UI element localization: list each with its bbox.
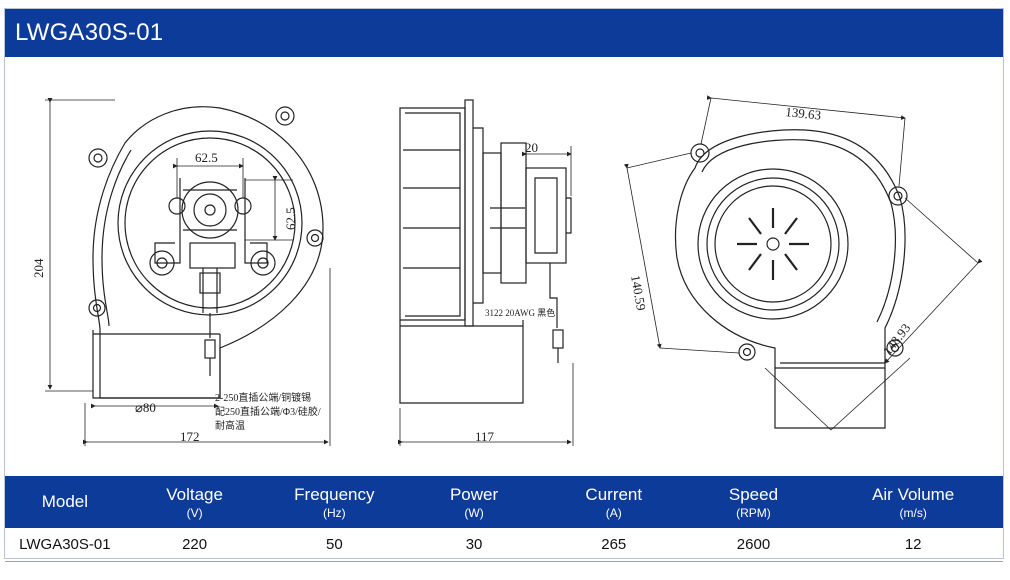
header-frequency-name: Frequency <box>294 484 375 504</box>
header-air-volume-unit: (m/s) <box>899 505 927 520</box>
front-dim-width: 172 <box>180 429 200 444</box>
page-title: LWGA30S-01 <box>15 19 164 46</box>
front-note-line-1: 2-250直插公端/铜镀锡 <box>215 391 311 404</box>
header-model-name: Model <box>41 492 89 511</box>
cell-model: LWGA30S-01 <box>5 528 125 562</box>
front-note-line-2: 配250直插公端/Φ3/硅胶/ <box>215 405 321 418</box>
front-dim-height: 204 <box>31 258 46 278</box>
back-dim-left: 140.59 <box>628 274 649 312</box>
back-dim-top: 139.63 <box>785 104 822 123</box>
header-air-volume-name: Air Volume <box>872 484 955 504</box>
header-model: Model <box>5 476 125 528</box>
side-dim-depth: 117 <box>475 429 495 444</box>
header-voltage-unit: (V) <box>186 505 203 520</box>
header-power-unit: (W) <box>464 505 484 520</box>
header-voltage: Voltage (V) <box>124 476 265 528</box>
cell-current: 265 <box>543 528 684 562</box>
header-current-name: Current <box>585 484 643 504</box>
title-bar: LWGA30S-01 <box>5 9 1003 57</box>
header-air-volume: Air Volume (m/s) <box>823 476 1003 528</box>
front-note-line-3: 耐高温 <box>215 419 245 432</box>
front-dim-top: 62.5 <box>195 150 218 165</box>
technical-drawings: 62.5 62.5 204 ⌀80 172 2-250直插公端/铜镀锡 配250… <box>31 95 983 446</box>
cell-voltage: 220 <box>124 528 265 562</box>
header-frequency: Frequency (Hz) <box>264 476 405 528</box>
header-speed-unit: (RPM) <box>736 505 771 520</box>
header-current-unit: (A) <box>605 505 622 520</box>
spec-row: LWGA30S-01 220 50 30 265 2600 12 <box>5 528 1003 562</box>
header-frequency-unit: (Hz) <box>322 505 346 520</box>
header-voltage-name: Voltage <box>166 484 223 504</box>
header-power: Power (W) <box>404 476 544 528</box>
cell-speed: 2600 <box>683 528 824 562</box>
spec-header-row: Model Voltage (V) Frequency (Hz) Power (… <box>5 476 1003 528</box>
header-speed-name: Speed <box>728 484 779 504</box>
spec-table: Model Voltage (V) Frequency (Hz) Power (… <box>5 476 1003 562</box>
cell-frequency: 50 <box>264 528 405 562</box>
front-dim-outlet: ⌀80 <box>135 400 156 415</box>
back-view-drawing <box>623 95 983 431</box>
cell-power: 30 <box>404 528 544 562</box>
side-view-drawing <box>398 99 574 446</box>
header-power-name: Power <box>449 484 499 504</box>
cell-air-volume: 12 <box>823 528 1003 562</box>
front-view-drawing <box>45 98 331 446</box>
header-speed: Speed (RPM) <box>683 476 824 528</box>
header-current: Current (A) <box>543 476 684 528</box>
side-wire-note: 3122 20AWG 黑色 <box>485 307 555 318</box>
side-dim-shaft: 20 <box>525 140 538 155</box>
front-dim-side: 62.5 <box>283 207 298 230</box>
